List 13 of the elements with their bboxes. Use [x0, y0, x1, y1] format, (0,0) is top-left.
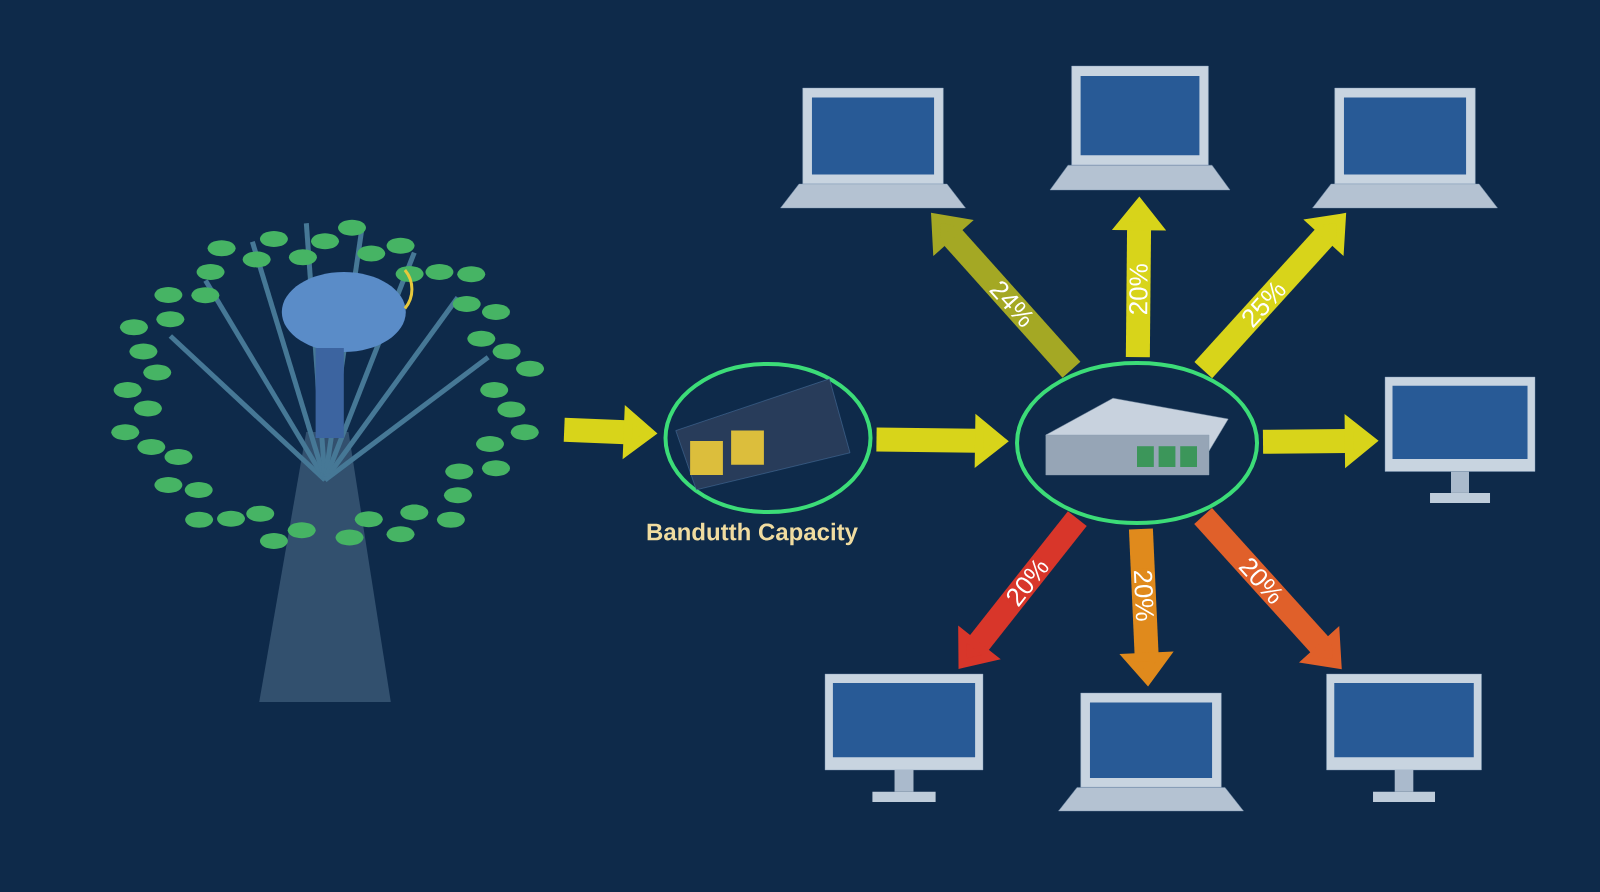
- monitor-icon: [824, 673, 984, 802]
- modem-drawing: [663, 362, 873, 514]
- edge-label: 20%: [1128, 262, 1149, 317]
- device-caption: Bandutth Capacity: [647, 522, 858, 546]
- tree-with-dish-drawing: [111, 219, 545, 702]
- laptop-icon: [1058, 692, 1244, 812]
- laptop-icon: [1049, 65, 1231, 191]
- monitor-icon: [1384, 376, 1536, 503]
- laptop-icon: [1312, 87, 1498, 209]
- laptop-icon: [780, 87, 966, 209]
- edge-label: 20%: [1132, 568, 1156, 623]
- monitor-icon: [1326, 673, 1482, 802]
- router-drawing: [1015, 361, 1259, 525]
